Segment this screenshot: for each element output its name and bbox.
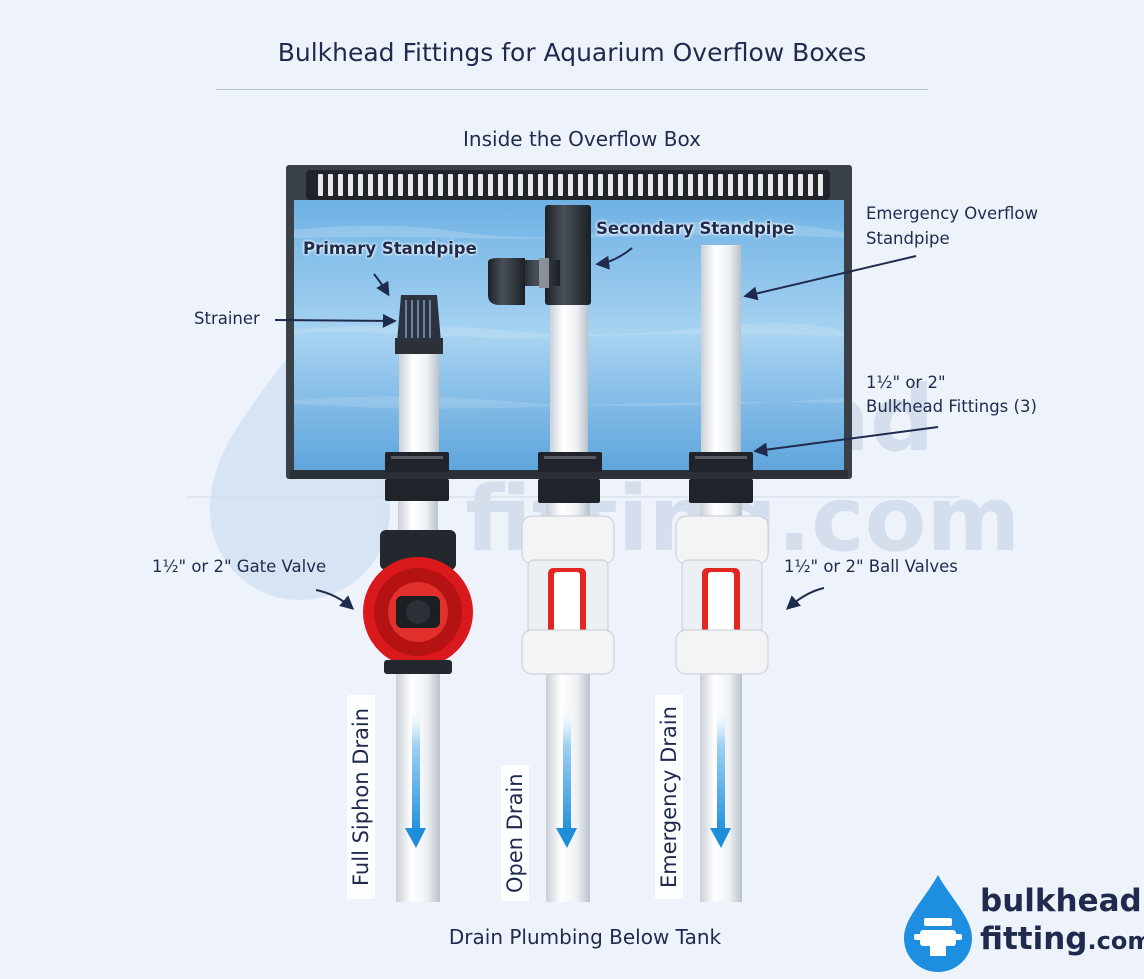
flow-arrows xyxy=(405,705,731,848)
label-gate-valve: 1½" or 2" Gate Valve xyxy=(152,557,327,576)
label-ball-valves: 1½" or 2" Ball Valves xyxy=(784,557,958,576)
leader-lines xyxy=(274,247,939,610)
label-full-siphon-drain: Full Siphon Drain xyxy=(347,695,375,899)
section-heading-inside: Inside the Overflow Box xyxy=(463,127,701,151)
logo-word-bulkhead: bulkhead xyxy=(980,883,1142,919)
label-secondary-standpipe: Secondary Standpipe xyxy=(596,219,795,238)
bulkhead-fittings-top xyxy=(385,452,753,472)
label-emergency-overflow-1: Emergency Overflow xyxy=(866,204,1038,223)
leader-emergency xyxy=(743,255,917,301)
secondary-standpipe xyxy=(488,205,591,460)
label-emergency-drain: Emergency Drain xyxy=(655,695,683,899)
leader-primary xyxy=(373,273,390,297)
label-strainer: Strainer xyxy=(194,309,260,328)
logo-drop-icon xyxy=(904,875,972,972)
leader-gate-valve xyxy=(315,589,355,610)
logo-suffix: .com xyxy=(1087,927,1144,955)
label-bulkhead-2: Bulkhead Fittings (3) xyxy=(866,397,1037,416)
emergency-standpipe xyxy=(701,245,741,460)
leader-bulkhead xyxy=(753,426,939,457)
flow-arrow-full-siphon xyxy=(405,828,426,848)
primary-standpipe xyxy=(395,295,443,460)
gate-valve xyxy=(363,530,473,674)
flow-arrow-emergency-drain xyxy=(710,828,731,848)
logo-word-fitting: fitting.com xyxy=(980,921,1144,957)
label-open-drain: Open Drain xyxy=(501,765,529,901)
label-primary-standpipe: Primary Standpipe xyxy=(303,239,477,258)
leader-ball-valves xyxy=(785,587,825,610)
section-heading-below: Drain Plumbing Below Tank xyxy=(448,925,722,949)
ball-valve-open-drain xyxy=(521,515,615,675)
leader-secondary xyxy=(595,247,633,270)
ball-valve-emergency-drain xyxy=(675,515,769,675)
page-title: Bulkhead Fittings for Aquarium Overflow … xyxy=(277,38,867,67)
leader-strainer xyxy=(274,313,397,328)
logo-fitting-text: fitting xyxy=(980,921,1088,957)
flow-arrow-open-drain xyxy=(556,828,577,848)
strainer xyxy=(397,295,441,342)
title-divider xyxy=(216,89,928,90)
label-emergency-overflow-2: Standpipe xyxy=(866,229,950,248)
label-bulkhead-1: 1½" or 2" xyxy=(866,373,946,392)
